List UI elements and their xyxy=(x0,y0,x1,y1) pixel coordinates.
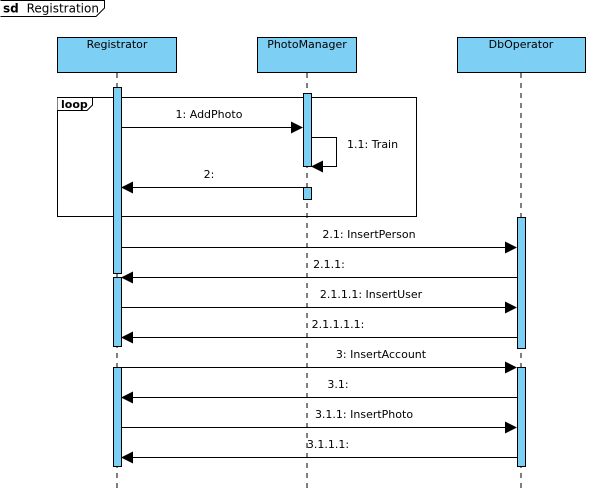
frame-tab: sd Registration xyxy=(0,0,105,17)
activation-dboperator-2 xyxy=(517,367,526,467)
message-label: 3.1.1.1: xyxy=(307,438,349,451)
message-m9: 3.1: xyxy=(121,378,517,404)
activation-dboperator-1 xyxy=(517,217,526,349)
svg-text:sd Registration: sd Registration xyxy=(3,2,99,16)
lifeline-label-registrator: Registrator xyxy=(87,38,148,51)
message-label: 2.1.1.1.1: xyxy=(312,318,365,331)
message-label: 1: AddPhoto xyxy=(176,108,243,121)
message-m5: 2.1.1: xyxy=(121,258,517,284)
message-m6: 2.1.1.1: InsertUser xyxy=(121,288,517,314)
message-m2: 1.1: Train xyxy=(311,137,398,173)
activations xyxy=(113,87,526,467)
message-label: 2.1: InsertPerson xyxy=(322,228,415,241)
message-label: 2: xyxy=(204,168,215,181)
activation-registrator-2 xyxy=(113,277,122,347)
lifeline-head-photomanager[interactable]: PhotoManager xyxy=(257,37,357,73)
message-label: 1.1: Train xyxy=(347,138,398,151)
activation-registrator-3 xyxy=(113,367,122,467)
loop-label: loop xyxy=(61,98,88,111)
lifeline-label-photomanager: PhotoManager xyxy=(267,38,347,51)
frame-name: Registration xyxy=(27,2,99,16)
message-m1: 1: AddPhoto xyxy=(121,108,303,134)
message-m7: 2.1.1.1.1: xyxy=(121,318,517,344)
message-m8: 3: InsertAccount xyxy=(121,348,517,374)
message-label: 2.1.1: xyxy=(313,258,345,271)
message-m11: 3.1.1.1: xyxy=(121,438,517,464)
message-m10: 3.1.1: InsertPhoto xyxy=(121,408,517,434)
loop-fragment: loop xyxy=(57,97,417,217)
message-label: 3.1.1: InsertPhoto xyxy=(315,408,413,421)
frame-keyword: sd xyxy=(3,2,19,16)
lifeline-head-registrator[interactable]: Registrator xyxy=(57,37,177,73)
activation-registrator-1 xyxy=(113,87,122,274)
message-label: 3: InsertAccount xyxy=(336,348,427,361)
message-label: 3.1: xyxy=(327,378,348,391)
message-m3: 2: xyxy=(121,168,303,194)
activation-photomanager-1 xyxy=(303,93,312,167)
message-m4: 2.1: InsertPerson xyxy=(121,228,517,254)
activation-photomanager-2 xyxy=(303,187,312,200)
message-label: 2.1.1.1: InsertUser xyxy=(320,288,423,301)
lifeline-head-dboperator[interactable]: DbOperator xyxy=(457,37,586,73)
lifeline-label-dboperator: DbOperator xyxy=(489,38,554,51)
